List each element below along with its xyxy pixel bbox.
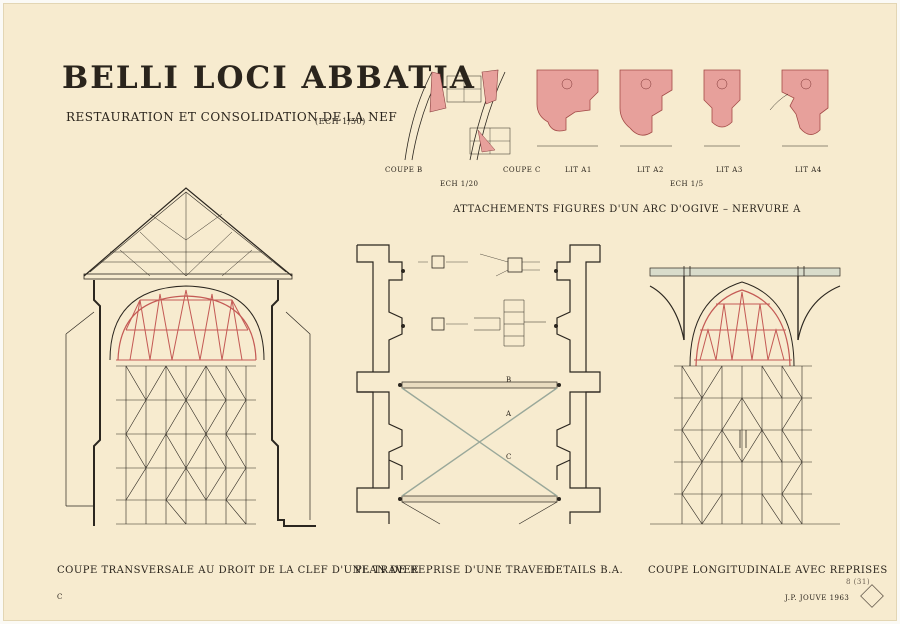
sheet-subtitle: RESTAURATION ET CONSOLIDATION DE LA NEF (66, 110, 398, 124)
paper-background (3, 3, 897, 621)
caption-details-ba: DETAILS B.A. (547, 565, 624, 576)
footer-left-mark: C (57, 593, 63, 601)
lit-a2-label: LIT A2 (637, 166, 664, 174)
coupe-b-label: COUPE B (385, 166, 423, 174)
arc-section-coupe-c (469, 69, 511, 161)
details-caption: ATTACHEMENTS FIGURES D'UN ARC D'OGIVE – … (453, 204, 801, 215)
lit-a3-label: LIT A3 (716, 166, 743, 174)
caption-plan-reprise: PLAN DE REPRISE D'UNE TRAVEE. (355, 565, 556, 576)
archive-reference: 8 (31) (846, 578, 871, 586)
archive-stamp-icon (860, 584, 884, 608)
plan-reprise-drawing (356, 244, 601, 525)
main-scale: (ECH 1/50) (315, 117, 366, 126)
plan-label-a: A (506, 410, 512, 418)
lit-a4-profile (769, 69, 829, 147)
lit-a3-profile (703, 69, 741, 147)
signature: J.P. JOUVE 1963 (785, 594, 850, 602)
plan-label-b: B (506, 376, 512, 384)
coupe-longitudinale-drawing (649, 266, 841, 525)
lit-a1-label: LIT A1 (565, 166, 592, 174)
scale-1-20: ECH 1/20 (440, 180, 479, 188)
caption-coupe-transversale: COUPE TRANSVERSALE AU DROIT DE LA CLEF D… (57, 565, 420, 576)
arc-section-coupe-b (404, 71, 482, 161)
lit-a4-label: LIT A4 (795, 166, 822, 174)
lit-a1-profile (536, 69, 599, 147)
scale-1-5: ECH 1/5 (670, 180, 704, 188)
plan-label-c: C (506, 453, 512, 461)
lit-a2-profile (619, 69, 673, 147)
coupe-transversale-drawing (65, 187, 316, 527)
coupe-c-label: COUPE C (503, 166, 541, 174)
sheet-title: BELLI LOCI ABBATIA (62, 60, 476, 96)
caption-coupe-longitudinale: COUPE LONGITUDINALE AVEC REPRISES (648, 565, 888, 576)
